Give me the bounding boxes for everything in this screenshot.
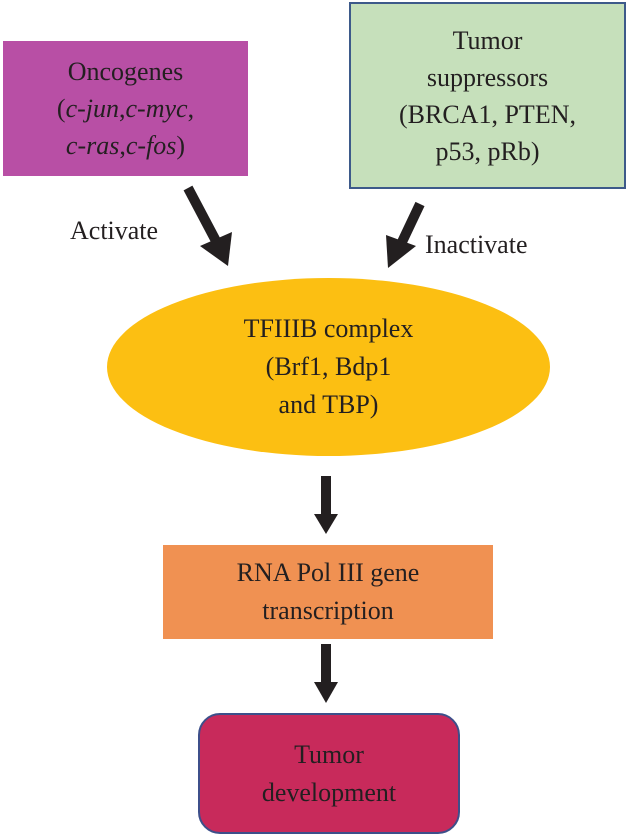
pol3-line1: RNA Pol III gene bbox=[236, 558, 420, 587]
gene-c-jun: c-jun bbox=[65, 94, 120, 123]
tfiiib-line3: and TBP) bbox=[278, 390, 379, 419]
oncogenes-node: Oncogenes (c-jun,c-myc, c-ras,c-fos) bbox=[3, 41, 248, 176]
rna-pol-iii-node: RNA Pol III gene transcription bbox=[163, 545, 493, 639]
tumor-line1: Tumor bbox=[294, 739, 364, 769]
oncogenes-genes-line1: (c-jun,c-myc, bbox=[56, 94, 195, 123]
tfiiib-line2: (Brf1, Bdp1 bbox=[265, 352, 392, 381]
tumor-line2: development bbox=[261, 777, 397, 807]
oncogenes-title: Oncogenes bbox=[67, 57, 184, 86]
inactivate-arrow bbox=[386, 201, 425, 268]
tfiiib-to-pol3-arrow bbox=[314, 476, 338, 534]
tfiiib-complex-node: TFIIIB complex (Brf1, Bdp1 and TBP) bbox=[107, 278, 550, 456]
pol3-line2: transcription bbox=[262, 596, 394, 625]
suppressors-line2: suppressors bbox=[426, 62, 549, 92]
tfiiib-line1: TFIIIB complex bbox=[243, 314, 414, 343]
suppressors-line3: (BRCA1, PTEN, bbox=[399, 99, 576, 129]
activate-label: Activate bbox=[70, 216, 159, 245]
gene-c-myc: c-myc bbox=[125, 94, 188, 123]
inactivate-label: Inactivate bbox=[425, 230, 528, 259]
suppressors-line4: p53, pRb) bbox=[435, 136, 540, 166]
tumor-development-node: Tumor development bbox=[198, 713, 460, 834]
tumor-suppressors-node: Tumor suppressors (BRCA1, PTEN, p53, pRb… bbox=[349, 2, 626, 189]
pol3-to-tumor-arrow bbox=[314, 644, 338, 703]
suppressors-line1: Tumor bbox=[452, 25, 523, 55]
gene-c-ras: c-ras bbox=[65, 131, 120, 160]
gene-c-fos: c-fos bbox=[125, 131, 177, 160]
activate-arrow bbox=[183, 185, 232, 266]
oncogenes-genes-line2: c-ras,c-fos) bbox=[65, 131, 186, 160]
